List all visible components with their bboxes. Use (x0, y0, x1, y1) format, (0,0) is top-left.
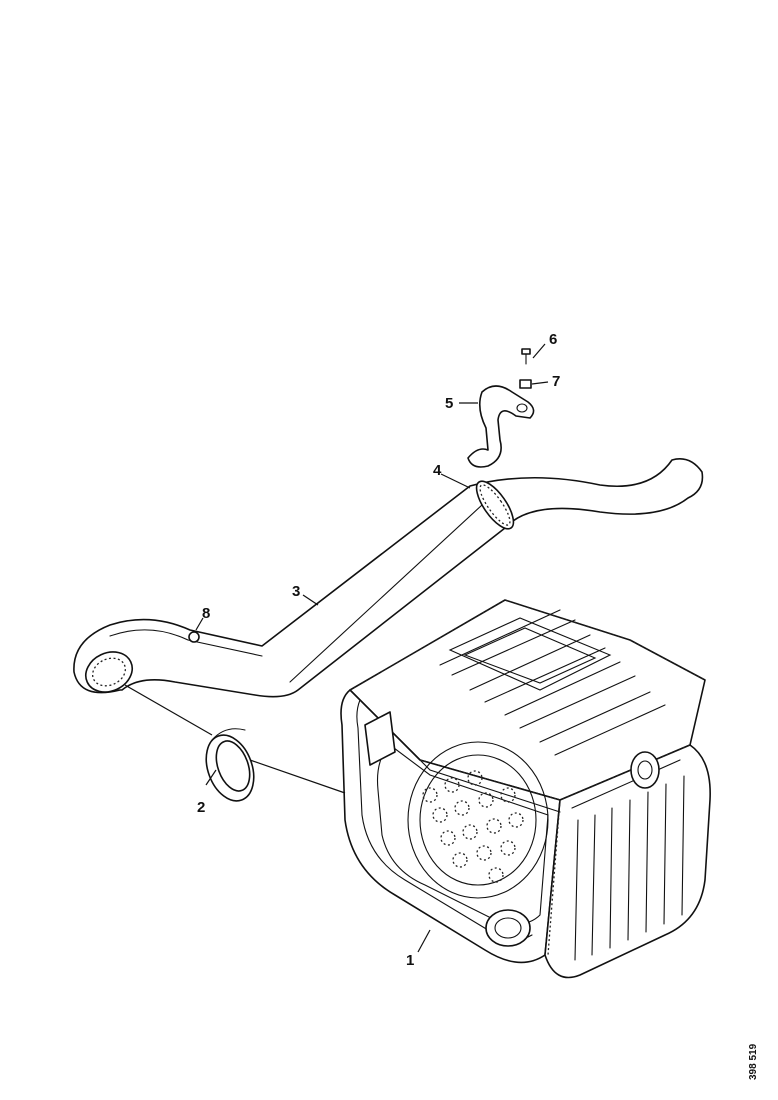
nut (519, 379, 532, 389)
clamp-band (205, 728, 255, 802)
muffler (340, 599, 711, 979)
leader-lines (195, 343, 549, 953)
callout-3: 3 (292, 583, 300, 600)
callout-7: 7 (552, 373, 560, 390)
alignment-line (124, 684, 213, 736)
bolt (521, 348, 531, 365)
callout-2: 2 (197, 799, 205, 816)
bracket (467, 385, 535, 468)
alignment-line (249, 759, 346, 794)
callout-1: 1 (406, 952, 414, 969)
reference-code: 398 519 (748, 1043, 759, 1080)
callout-6: 6 (549, 331, 557, 348)
callout-5: 5 (445, 395, 453, 412)
exhaust-pipe (73, 458, 704, 698)
callout-8: 8 (202, 605, 210, 622)
callout-4: 4 (433, 462, 442, 479)
pipe-clamp (475, 480, 515, 530)
